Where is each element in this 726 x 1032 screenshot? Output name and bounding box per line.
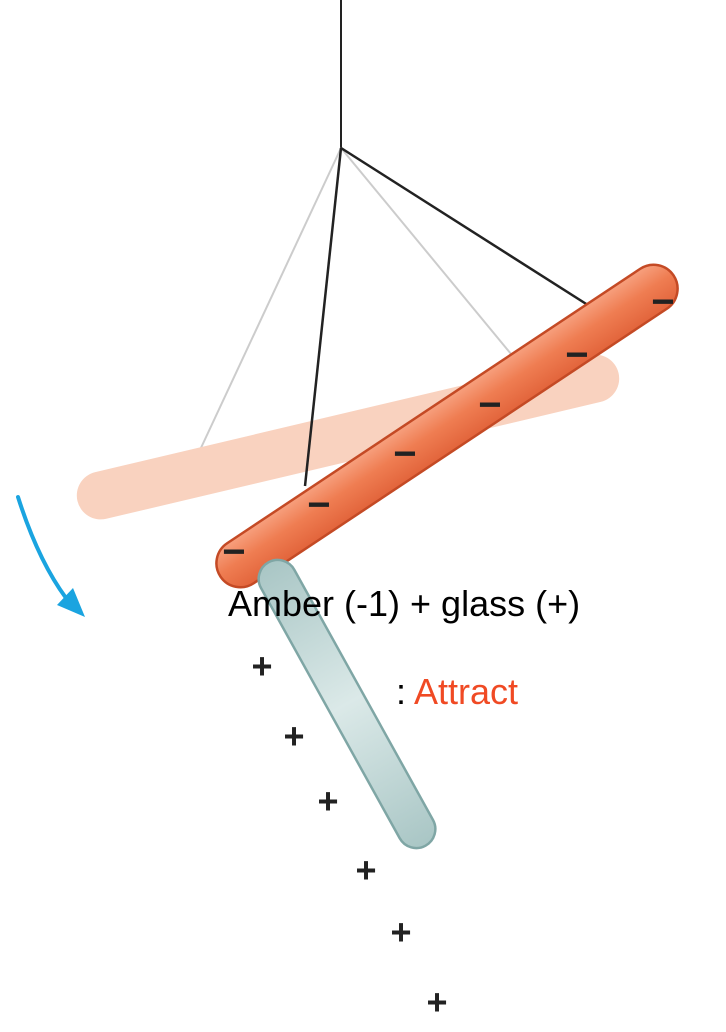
caption-result-highlight: Attract [414,671,519,712]
string-left [303,147,343,487]
caption-result: : Attract [396,674,518,710]
amber-rod [215,263,679,589]
negative-charge-2: − [307,483,330,527]
glass-rod [257,558,437,850]
positive-charge-1: + [251,646,272,687]
negative-charge-6: − [651,280,674,324]
amber-charges: − − − − − − [222,280,674,574]
string-right [340,146,603,316]
caption-result-prefix: : [396,671,415,712]
negative-charge-5: − [565,333,588,377]
negative-charge-1: − [222,530,245,574]
positive-charge-6: + [426,982,447,1023]
positive-charge-3: + [317,781,338,822]
ghost-string-left [199,147,342,451]
rotation-arrow-icon [16,495,85,617]
positive-charge-5: + [390,912,411,953]
glass-charges: + + + + + + [251,646,447,1023]
ghost-string-right [340,147,517,361]
caption-charge-pair: Amber (-1) + glass (+) [228,583,581,624]
negative-charge-3: − [393,432,416,476]
positive-charge-2: + [283,716,304,757]
negative-charge-4: − [478,383,501,427]
positive-charge-4: + [355,850,376,891]
